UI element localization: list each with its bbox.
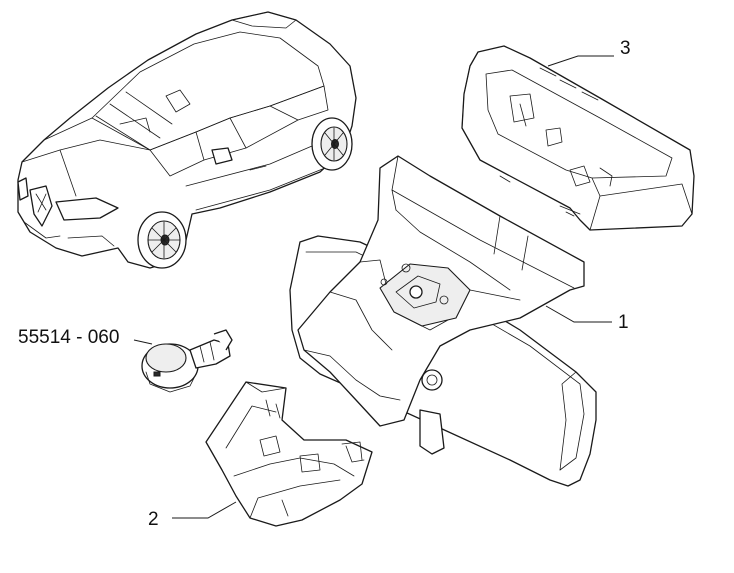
callout-sensor-leader (133, 339, 153, 345)
callout-3-leader (547, 55, 614, 67)
part-1-mirror-and-mount (289, 155, 597, 487)
sensor-part-55514-060 (141, 329, 233, 393)
part-3-cover (461, 45, 695, 231)
car-illustration (17, 11, 357, 269)
callout-2-leader (172, 501, 237, 519)
callout-3-label: 3 (620, 38, 631, 59)
sensor-part-number-label: 55514 - 060 (18, 327, 119, 348)
callout-1-label: 1 (618, 312, 629, 333)
callout-2-label: 2 (148, 509, 159, 530)
callout-1-leader (545, 305, 612, 323)
part-2-cover (205, 381, 373, 527)
